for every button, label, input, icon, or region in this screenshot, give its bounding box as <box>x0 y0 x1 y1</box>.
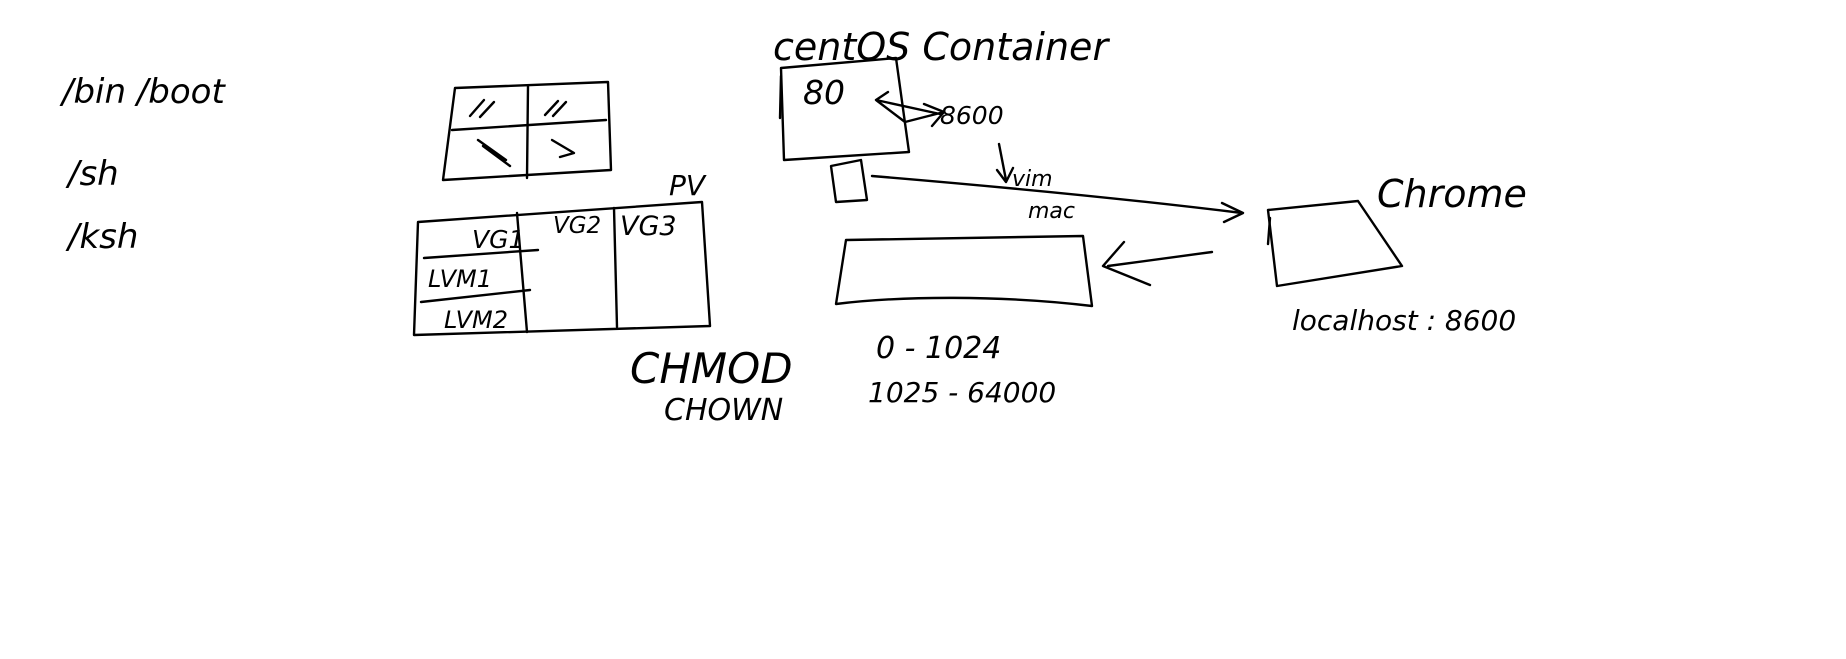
arrow-to-chrome <box>870 174 1244 215</box>
vg3-label: VG3 <box>620 211 677 242</box>
note-bin-boot: /bin /boot <box>59 72 226 112</box>
vg2-label: VG2 <box>553 213 601 239</box>
browser-title: Chrome <box>1377 172 1527 216</box>
grid-hatch-3 <box>476 138 512 168</box>
small-square-icon <box>829 158 869 204</box>
link-label-vim: vim <box>1012 167 1053 192</box>
container-title: centOS Container <box>773 25 1110 69</box>
pv-table-row-line-1 <box>422 248 540 260</box>
port-range-registered: 1025 - 64000 <box>868 376 1056 409</box>
grid-outline <box>441 80 613 182</box>
browser-address: localhost : 8600 <box>1292 304 1516 337</box>
grid-horizontal-divider <box>450 118 608 132</box>
pv-table-divider-2 <box>612 206 619 329</box>
left-notes: /bin /boot /sh /ksh <box>59 72 226 257</box>
grid-vertical-divider <box>525 84 530 180</box>
grid-hatch-2 <box>543 99 568 118</box>
chrome-browser: Chrome localhost : 8600 <box>1266 172 1527 337</box>
port-mapping-arrow <box>874 90 946 128</box>
arrow-from-chrome-head <box>1101 240 1152 287</box>
grid-hatch-4 <box>550 138 576 159</box>
lvm2-label: LVM2 <box>444 306 508 334</box>
down-arrow <box>995 142 1015 184</box>
container-port-80: 80 <box>803 73 845 112</box>
note-sh: /sh <box>65 154 119 194</box>
arrow-from-chrome <box>1106 250 1214 268</box>
wide-box <box>834 234 1094 308</box>
lvm1-label: LVM1 <box>428 265 492 293</box>
chown-label: CHOWN <box>664 393 783 428</box>
pv-table-outline <box>412 200 712 337</box>
wide-rectangle <box>834 234 1214 308</box>
vg1-label: VG1 <box>472 225 524 254</box>
arrow-to-chrome-head <box>1220 201 1245 224</box>
chmod-label: CHMOD <box>630 344 793 393</box>
container-box-edge <box>778 74 783 120</box>
browser-window <box>1266 199 1404 288</box>
pv-table-row-line-2 <box>419 288 532 304</box>
link-label-mac: mac <box>1028 199 1075 224</box>
link-connector: vim mac <box>829 142 1245 224</box>
port-range-well-known: 0 - 1024 <box>876 331 1001 366</box>
partition-grid <box>441 80 613 182</box>
grid-hatch-1 <box>468 98 496 119</box>
pv-volume-table: PV VG1 VG2 VG3 LVM1 LVM2 <box>412 169 712 337</box>
container-box <box>779 56 911 162</box>
pv-label: PV <box>669 169 707 202</box>
note-ksh: /ksh <box>65 217 138 257</box>
pv-table-divider-1 <box>515 211 529 334</box>
centos-container: centOS Container 80 8600 <box>773 25 1110 162</box>
permission-commands: CHMOD CHOWN <box>630 344 793 428</box>
port-ranges: 0 - 1024 1025 - 64000 <box>868 331 1056 409</box>
browser-window-edge <box>1266 216 1272 246</box>
container-port-8600: 8600 <box>940 101 1004 130</box>
